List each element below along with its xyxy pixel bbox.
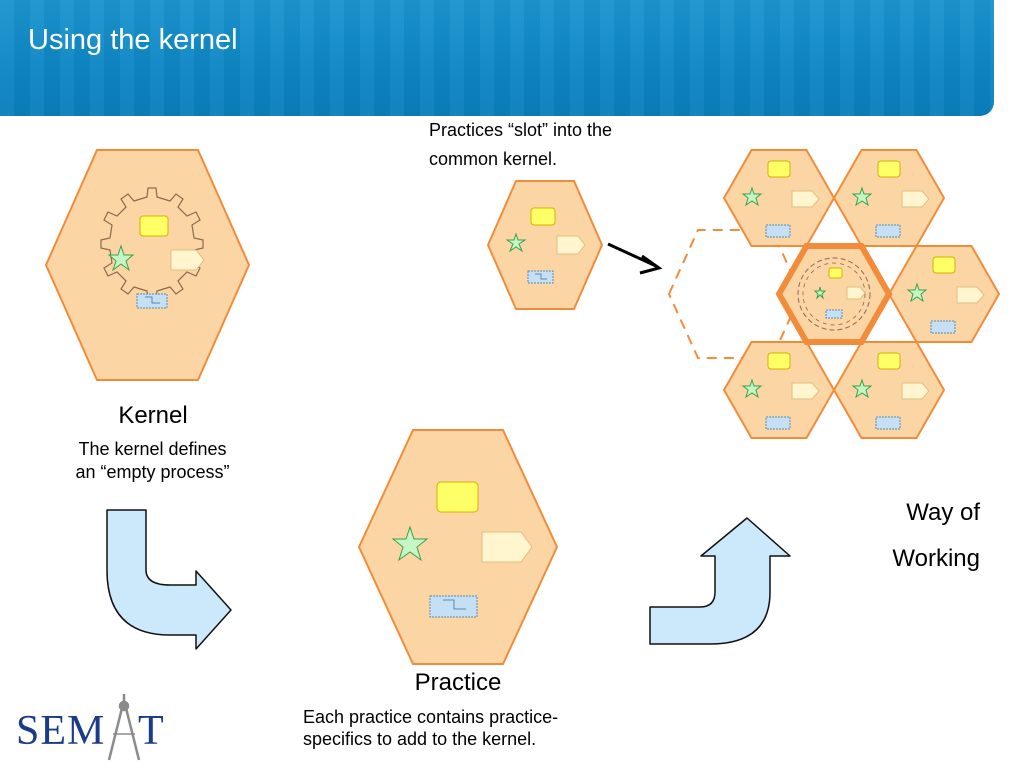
card-icon xyxy=(877,160,901,178)
curved-arrow-icon xyxy=(106,509,232,650)
star-icon xyxy=(505,232,527,253)
kernel-hexagon xyxy=(44,149,251,381)
tag-icon xyxy=(791,382,820,400)
star-icon xyxy=(906,282,928,303)
tag-icon xyxy=(956,286,985,304)
tag-icon xyxy=(846,286,866,300)
cluster-practice-hexagon xyxy=(723,149,835,247)
kernel-description: The kernel defines an “empty process” xyxy=(40,438,265,484)
svg-text:SEM: SEM xyxy=(16,708,105,754)
kernel-title: Kernel xyxy=(118,402,188,429)
card-icon xyxy=(767,160,791,178)
gear-icon xyxy=(797,257,871,331)
cluster-practice-hexagon xyxy=(833,149,945,247)
curved-arrow-icon xyxy=(649,517,791,645)
way-of-working-line: Working xyxy=(892,545,980,572)
slide-title: Using the kernel xyxy=(28,24,238,56)
practice-description-line: specifics to add to the kernel. xyxy=(303,729,537,749)
doc-icon xyxy=(930,320,956,334)
slot-caption: Practices “slot” into the common kernel. xyxy=(429,116,729,174)
practice-hexagon-small xyxy=(486,180,604,310)
way-of-working-title: Way of Working xyxy=(840,490,980,582)
tag-icon xyxy=(901,382,930,400)
practice-hexagon xyxy=(357,429,559,665)
practice-description-line: Each practice contains practice- xyxy=(303,707,559,727)
pointer-arrow-icon xyxy=(607,242,663,275)
semat-logo: SEM T xyxy=(16,694,164,761)
doc-icon xyxy=(875,224,901,238)
tag-icon xyxy=(556,235,586,255)
card-icon xyxy=(877,352,901,370)
doc-icon xyxy=(527,270,554,284)
header-bar: Using the kernel xyxy=(0,0,994,116)
star-icon xyxy=(741,186,763,207)
kernel-description-line: The kernel defines xyxy=(78,439,227,459)
cluster-practice-hexagon xyxy=(723,341,835,439)
doc-icon xyxy=(765,416,791,430)
card-icon xyxy=(767,352,791,370)
slot-caption-line: Practices “slot” into the xyxy=(429,120,613,140)
way-of-working-line: Way of xyxy=(906,499,980,526)
card-icon xyxy=(139,215,169,237)
cluster-practice-hexagon xyxy=(888,245,1000,343)
tag-icon xyxy=(481,531,533,563)
empty-slot-hexagon xyxy=(667,229,803,359)
doc-icon xyxy=(429,595,478,618)
doc-icon xyxy=(765,224,791,238)
cluster-kernel-hexagon xyxy=(779,246,889,342)
star-icon xyxy=(391,525,429,562)
tag-icon xyxy=(901,190,930,208)
doc-icon xyxy=(136,293,168,309)
card-icon xyxy=(828,267,843,279)
star-icon xyxy=(813,286,827,300)
doc-icon xyxy=(825,309,843,319)
tag-icon xyxy=(170,249,205,271)
practice-description: Each practice contains practice- specifi… xyxy=(303,706,663,750)
way-of-working-cluster xyxy=(723,149,1000,439)
star-icon xyxy=(107,244,135,272)
star-icon xyxy=(741,378,763,399)
card-icon xyxy=(932,256,956,274)
card-icon xyxy=(436,481,479,513)
svg-text:T: T xyxy=(138,708,164,754)
card-icon xyxy=(530,207,556,226)
star-icon xyxy=(851,378,873,399)
slot-caption-line: common kernel. xyxy=(429,149,558,169)
doc-icon xyxy=(875,416,901,430)
practice-title: Practice xyxy=(414,669,502,696)
cluster-practice-hexagon xyxy=(833,341,945,439)
star-icon xyxy=(851,186,873,207)
tag-icon xyxy=(791,190,820,208)
kernel-description-line: an “empty process” xyxy=(75,462,230,482)
